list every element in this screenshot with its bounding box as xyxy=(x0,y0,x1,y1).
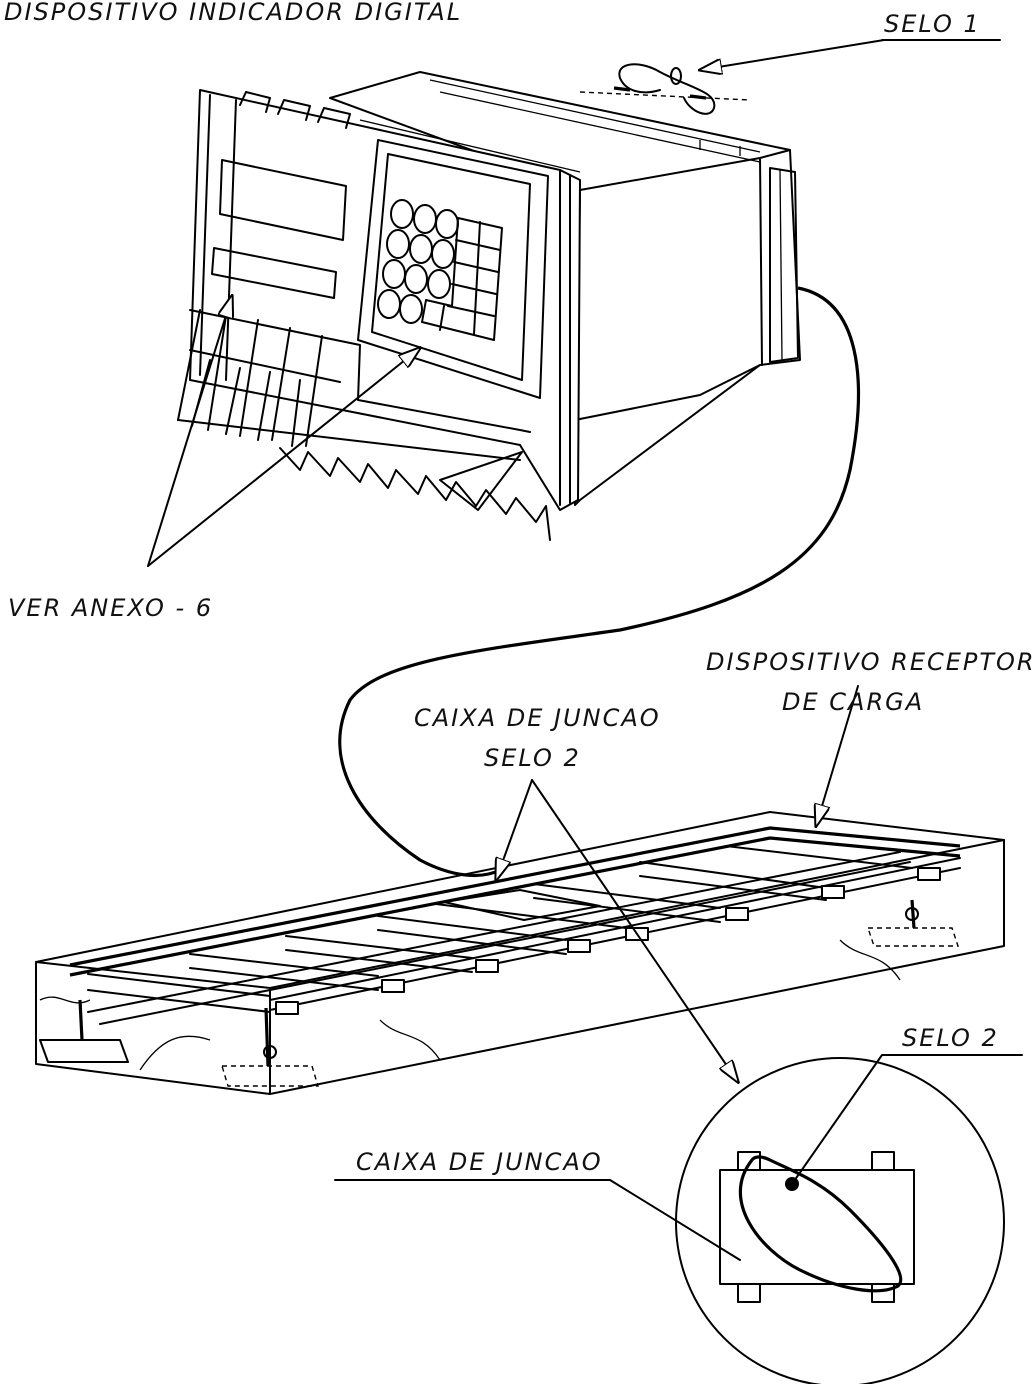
platform-junction-box xyxy=(443,889,601,921)
display-window-lower xyxy=(211,247,337,299)
display-window-upper xyxy=(219,159,347,241)
beam-clips xyxy=(275,867,941,1015)
receiver-label-line2: DE CARGA xyxy=(782,688,924,716)
seal-2-label-top: SELO 2 xyxy=(484,744,581,772)
leader-lines xyxy=(147,39,1023,1261)
detail-seal-wire xyxy=(738,1155,903,1293)
junction-box-label-top: CAIXA DE JUNCAO xyxy=(414,704,661,732)
load-cell-feet xyxy=(39,899,959,1087)
load-receiving-platform xyxy=(35,811,1005,1095)
detail-circle xyxy=(675,1057,1005,1384)
detail-junction-box xyxy=(719,1169,915,1285)
seal-1-wire xyxy=(579,63,751,115)
see-annex-label: VER ANEXO - 6 xyxy=(8,594,213,622)
indicator-title: DISPOSITIVO INDICADOR DIGITAL xyxy=(4,0,462,26)
concrete-pit xyxy=(35,811,1005,1095)
receiver-label-line1: DISPOSITIVO RECEPTOR xyxy=(706,648,1034,676)
junction-box-label-detail: CAIXA DE JUNCAO xyxy=(356,1148,603,1176)
keypad-panel xyxy=(357,139,549,399)
cooling-fins xyxy=(279,447,551,541)
seal-1-label: SELO 1 xyxy=(884,10,981,38)
seal-2-label-detail: SELO 2 xyxy=(902,1024,999,1052)
keypad-square-keys xyxy=(421,217,503,341)
cross-beams xyxy=(87,845,913,997)
indicator-front-frame xyxy=(189,89,581,511)
indicator-device xyxy=(177,63,801,541)
load-cell-cable xyxy=(338,286,861,878)
